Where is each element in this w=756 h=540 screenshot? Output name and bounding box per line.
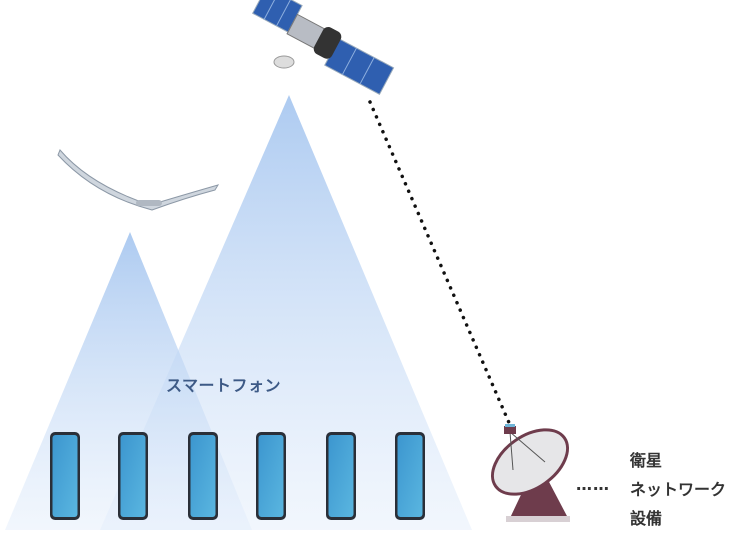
smartphones [50, 432, 425, 520]
smartphone-icon [395, 432, 425, 520]
smartphone-label: スマートフォン [166, 376, 282, 395]
smartphone-icon [118, 432, 148, 520]
satellite-link-dotted-line [368, 100, 512, 427]
smartphone-icon [326, 432, 356, 520]
ground-station-label-line: 設備 [630, 509, 663, 528]
ground-station-label: 衛星 ネットワーク 設備 [630, 446, 726, 533]
parabolic-antenna-icon [491, 424, 570, 522]
smartphone-icon [256, 432, 286, 520]
connector-dots: …… [576, 475, 610, 494]
smartphone-icon [50, 432, 80, 520]
ground-station-label-line: ネットワーク [630, 480, 727, 499]
haps-aircraft-icon [57, 149, 220, 211]
smartphone-icon [188, 432, 218, 520]
ground-station-label-line: 衛星 [630, 451, 663, 470]
satellite-icon [251, 0, 395, 95]
